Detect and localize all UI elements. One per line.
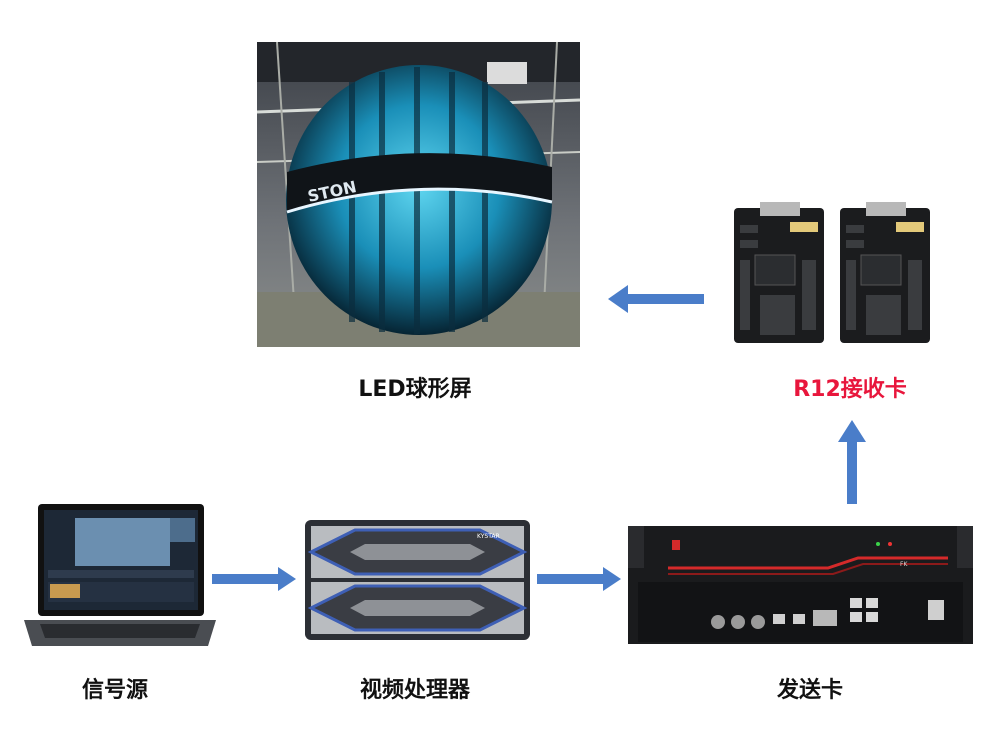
- receiver-card-photo: [730, 200, 930, 345]
- arrow-sending-to-receiver: [838, 420, 866, 504]
- arrow-processor-to-sending: [537, 567, 621, 591]
- video-processor-photo: KYSTAR: [305, 520, 530, 640]
- receiver-card-board-2: [840, 202, 930, 343]
- sending-card-brand-text: FK: [900, 561, 908, 568]
- processor-brand-text: KYSTAR: [477, 533, 500, 540]
- receiver-card-board-1: [734, 202, 824, 343]
- video-processor-label: 视频处理器: [359, 678, 470, 703]
- arrow-source-to-processor: [212, 567, 296, 591]
- led-sphere-photo: STON: [257, 42, 580, 347]
- signal-source-label: 信号源: [81, 678, 148, 703]
- led-sphere-label: LED球形屏: [358, 377, 472, 402]
- sending-card-photo: FK: [628, 522, 973, 647]
- receiver-card-label: R12接收卡: [793, 377, 907, 402]
- laptop-photo: [20, 500, 220, 650]
- arrow-receiver-to-sphere: [608, 285, 704, 313]
- sending-card-label: 发送卡: [776, 678, 843, 703]
